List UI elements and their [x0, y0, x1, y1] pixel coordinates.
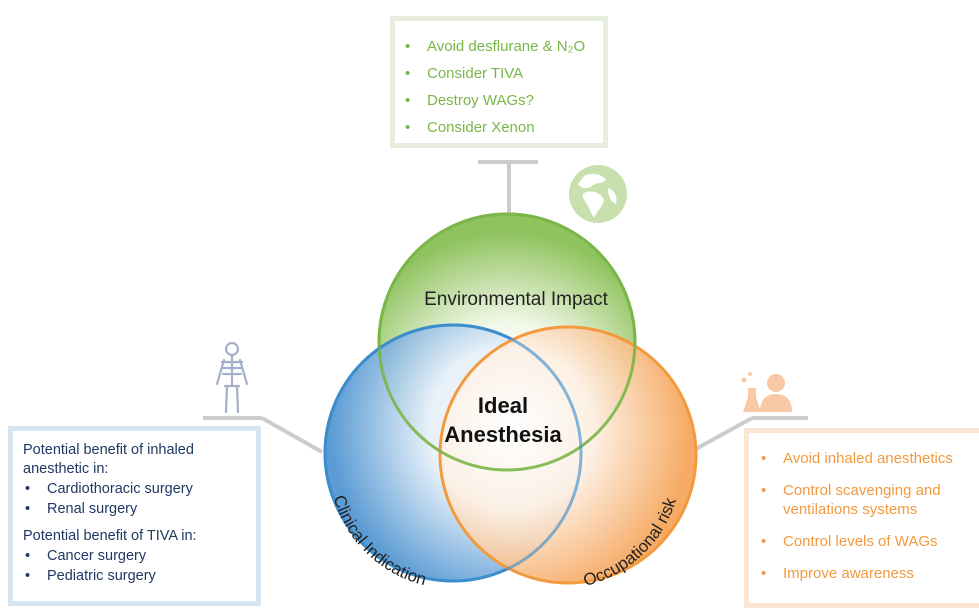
environmental-list: Avoid desflurane & N₂O Consider TIVA Des… [403, 33, 603, 141]
list-item: Destroy WAGs? [403, 87, 603, 114]
list-item: Renal surgery [23, 499, 256, 519]
list-item: Control scavenging and ventilations syst… [759, 481, 979, 519]
list-item: Improve awareness [759, 564, 979, 583]
occ-connector [693, 416, 808, 452]
clinical-list-inhaled: Cardiothoracic surgery Renal surgery [23, 479, 256, 519]
clinical-box: Potential benefit of inhaled anesthetic … [8, 426, 261, 606]
list-item: Avoid desflurane & N₂O [403, 33, 603, 60]
clinical-heading-tiva: Potential benefit of TIVA in: [23, 528, 197, 544]
list-item: Consider Xenon [403, 114, 603, 141]
center-label-line2: Anesthesia [444, 422, 562, 447]
clinical-list-tiva: Cancer surgery Pediatric surgery [23, 546, 256, 586]
scientist-icon [741, 372, 792, 412]
list-item: Cancer surgery [23, 546, 256, 566]
list-item: Control levels of WAGs [759, 532, 979, 551]
list-item: Cardiothoracic surgery [23, 479, 256, 499]
center-label-line1: Ideal [478, 393, 528, 418]
list-item: Consider TIVA [403, 60, 603, 87]
environmental-box: Avoid desflurane & N₂O Consider TIVA Des… [390, 16, 608, 148]
clinical-heading-inhaled: Potential benefit of inhaled anesthetic … [23, 442, 194, 477]
occupational-box: Avoid inhaled anesthetics Control scaven… [744, 428, 979, 608]
occupational-list: Avoid inhaled anesthetics Control scaven… [759, 449, 979, 583]
clin-connector [203, 416, 323, 454]
list-item: Pediatric surgery [23, 566, 256, 586]
env-connector [478, 160, 538, 222]
globe-icon [569, 165, 627, 223]
environmental-label: Environmental Impact [424, 289, 608, 310]
venn-diagram: Environmental Impact Ideal Anesthesia Cl… [203, 160, 808, 590]
list-item: Avoid inhaled anesthetics [759, 449, 979, 468]
skeleton-icon [215, 341, 249, 414]
